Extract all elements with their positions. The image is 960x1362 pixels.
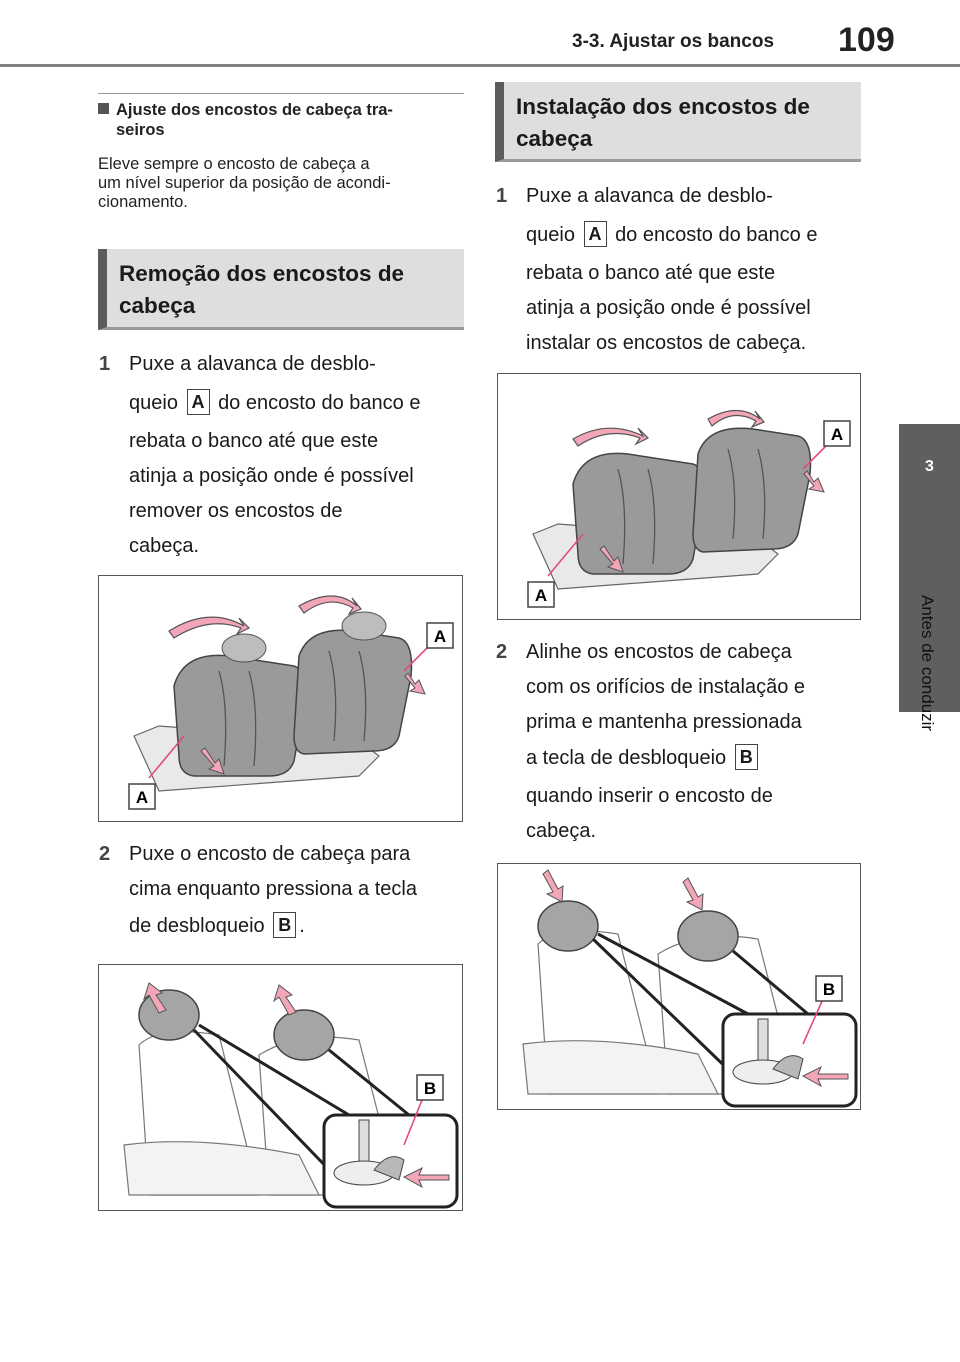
step-line: atinja a posição onde é possível	[526, 297, 811, 319]
step-line: Alinhe os encostos de cabeça	[526, 641, 792, 663]
step-line: prima e mantenha pressionada	[526, 711, 802, 733]
seat-fold-illustration: A A	[527, 409, 851, 608]
label-b-badge: B	[734, 744, 758, 770]
subheading-line2: seiros	[116, 121, 165, 139]
seat-fold-illustration: A A	[128, 595, 454, 810]
page-number: 109	[838, 21, 895, 59]
step-2-removal: 2 Puxe o encosto de cabeça para cima enq…	[99, 836, 469, 946]
step-line: cabeça.	[129, 535, 200, 557]
step-line: Puxe a alavanca de desblo-	[526, 185, 773, 207]
step-number: 1	[99, 353, 111, 375]
chapter-tab	[899, 424, 960, 712]
step-line-with-label: queio A do encosto do banco e	[129, 385, 420, 421]
section-title-box-installation: Instalação dos encostos de cabeça	[495, 82, 861, 162]
step-line: cima enquanto pressiona a tecla	[129, 878, 417, 900]
figure-seat-fold-removal: A A	[98, 575, 463, 822]
figure-headrest-installation: B	[497, 863, 861, 1110]
label-a-callout: A	[831, 425, 843, 444]
label-a-badge: A	[186, 389, 210, 415]
step-line: quando inserir o encosto de	[526, 785, 773, 807]
note-line: um nível superior da posição de acondi-	[98, 174, 391, 192]
chapter-title: Antes de conduzir	[918, 595, 937, 731]
label-b-callout: B	[823, 980, 835, 999]
section-title-line1: Remoção dos encostos de	[119, 261, 405, 286]
section-title-box-removal: Remoção dos encostos de cabeça	[98, 249, 464, 330]
step-line: Puxe o encosto de cabeça para	[129, 843, 411, 865]
step-2-installation: 2 Alinhe os encostos de cabeça com os or…	[496, 634, 866, 854]
figure-seat-fold-installation: A A	[497, 373, 861, 620]
headrest-removal-illustration: B	[123, 982, 459, 1209]
note-line: cionamento.	[98, 193, 188, 211]
step-text: a tecla de desbloqueio	[526, 747, 727, 769]
step-line: rebata o banco até que este	[526, 262, 776, 284]
step-text: do encosto do banco e	[218, 392, 421, 414]
subheading-rule	[98, 93, 464, 94]
note-line: Eleve sempre o encosto de cabeça a	[98, 155, 370, 173]
section-title: Remoção dos encostos de cabeça	[107, 249, 464, 322]
headrest-install-illustration: B	[522, 869, 858, 1108]
step-line: instalar os encostos de cabeça.	[526, 332, 807, 354]
step-line: cabeça.	[526, 820, 597, 842]
step-number: 2	[99, 843, 111, 865]
label-a-callout: A	[535, 586, 547, 605]
step-text: queio	[129, 392, 178, 414]
label-b-badge: B	[273, 912, 297, 938]
step-line-with-label: de desbloqueio B.	[129, 908, 305, 944]
step-line: Puxe a alavanca de desblo-	[129, 353, 376, 375]
section-title-line1: Instalação dos encostos de	[516, 94, 810, 119]
label-b-callout: B	[424, 1079, 436, 1098]
section-title-line2: cabeça	[119, 293, 196, 318]
subheading-line1: Ajuste dos encostos de cabeça tra-	[116, 101, 393, 119]
step-line: remover os encostos de	[129, 500, 343, 522]
label-a-callout: A	[136, 788, 148, 807]
step-line-with-label: a tecla de desbloqueio B	[526, 740, 761, 776]
step-text: do encosto do banco e	[615, 224, 818, 246]
step-line: atinja a posição onde é possível	[129, 465, 414, 487]
note-text: Eleve sempre o encosto de cabeça a um ní…	[98, 155, 468, 212]
step-line: com os orifícios de instalação e	[526, 676, 806, 698]
square-bullet-icon	[98, 103, 109, 114]
step-1-removal: 1 Puxe a alavanca de desblo- queio A do …	[99, 346, 469, 566]
figure-headrest-removal: B	[98, 964, 463, 1211]
step-text: .	[299, 915, 305, 937]
step-line: rebata o banco até que este	[129, 430, 379, 452]
section-title: Instalação dos encostos de cabeça	[504, 82, 861, 155]
header-rule	[0, 64, 960, 67]
step-number: 1	[496, 185, 508, 207]
step-text: queio	[526, 224, 575, 246]
label-a-badge: A	[583, 221, 607, 247]
step-number: 2	[496, 641, 508, 663]
label-a-callout: A	[434, 627, 446, 646]
section-header: 3-3. Ajustar os bancos	[572, 31, 775, 52]
step-1-installation: 1 Puxe a alavanca de desblo- queio A do …	[496, 178, 866, 358]
subheading: Ajuste dos encostos de cabeça tra- seiro…	[98, 100, 464, 140]
step-line-with-label: queio A do encosto do banco e	[526, 217, 817, 253]
chapter-number: 3	[925, 458, 934, 475]
step-text: de desbloqueio	[129, 915, 265, 937]
section-title-line2: cabeça	[516, 126, 593, 151]
